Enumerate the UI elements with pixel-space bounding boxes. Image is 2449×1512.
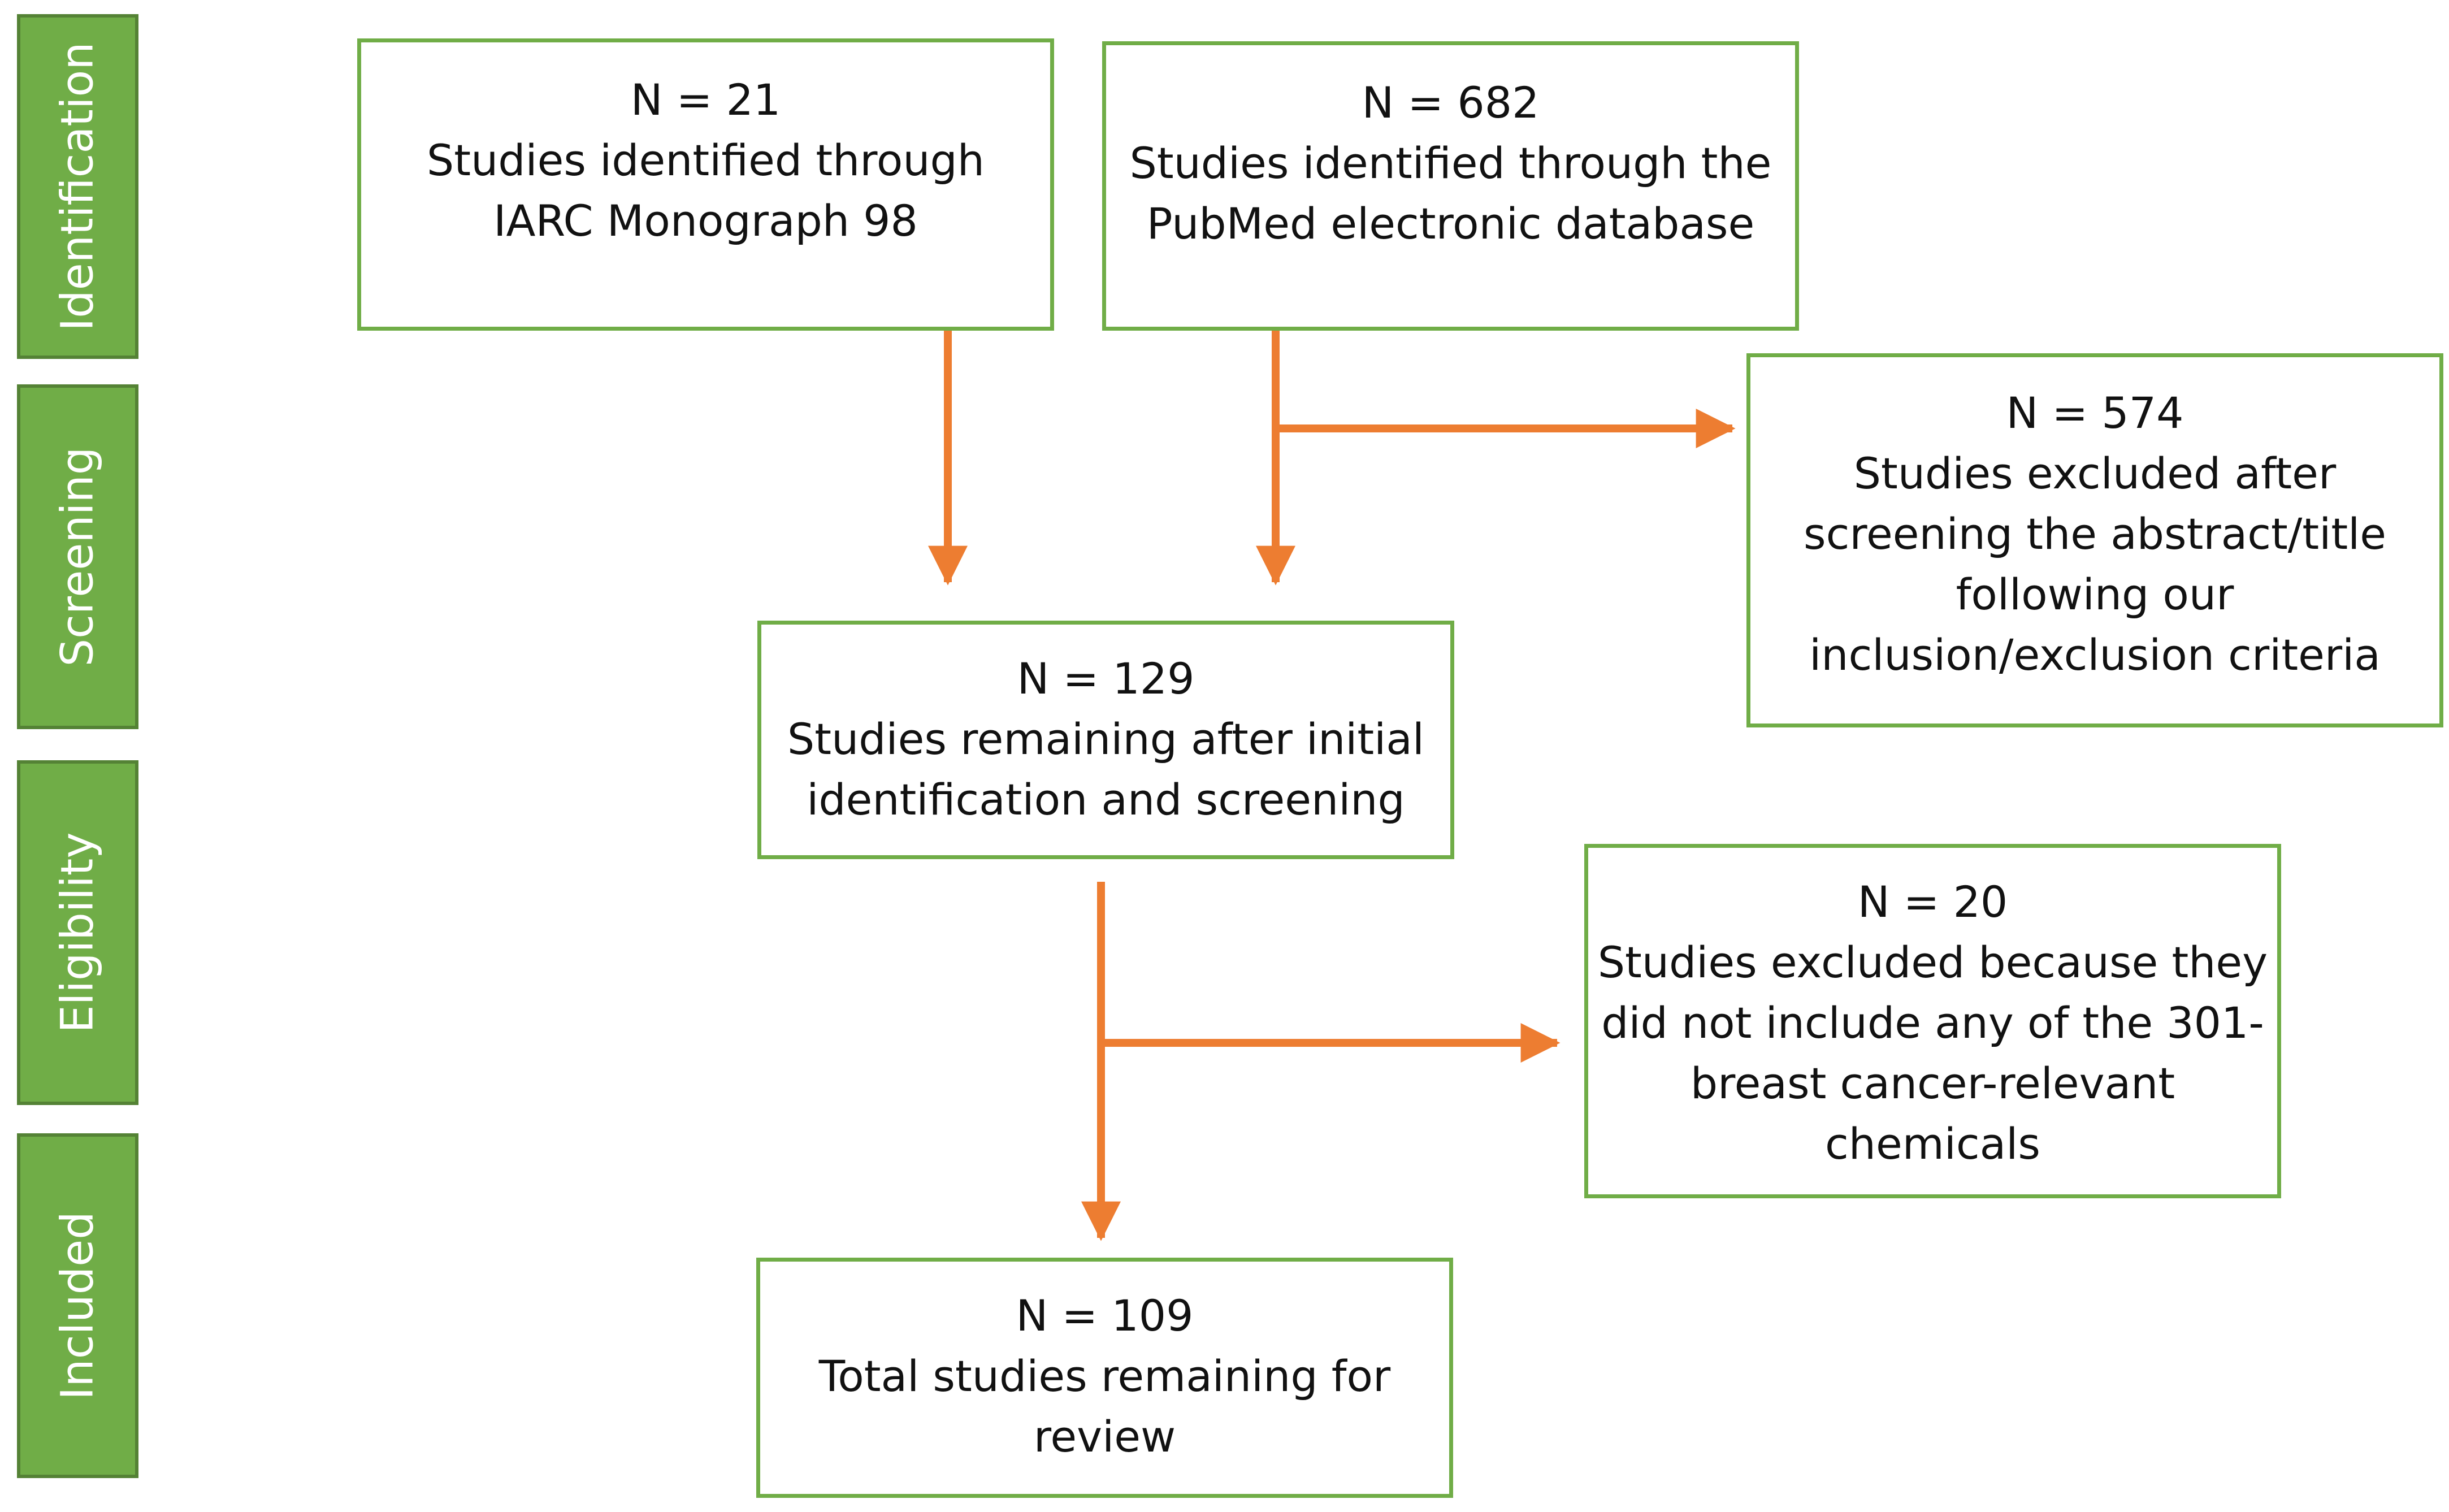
box-included-text: Total studies remaining for review	[818, 1351, 1391, 1462]
phase-screening: Screening	[17, 384, 138, 729]
box-iarc-count: N = 21	[630, 75, 781, 125]
box-pubmed-identified: N = 682 Studies identified through the P…	[1102, 41, 1799, 331]
box-excluded-eligibility: N = 20 Studies excluded because they did…	[1584, 844, 2281, 1198]
box-excluded-screening: N = 574 Studies excluded after screening…	[1746, 353, 2443, 727]
box-included-count: N = 109	[1016, 1290, 1194, 1341]
box-excluded-eligibility-text: Studies excluded because they did not in…	[1597, 937, 2268, 1169]
box-remaining-text: Studies remaining after initial identifi…	[787, 714, 1424, 825]
box-included: N = 109 Total studies remaining for revi…	[756, 1258, 1453, 1498]
box-excluded-screening-text: Studies excluded after screening the abs…	[1803, 448, 2386, 680]
phase-included: Included	[17, 1133, 138, 1478]
box-remaining-count: N = 129	[1017, 653, 1195, 704]
box-pubmed-count: N = 682	[1362, 77, 1540, 128]
box-excluded-screening-count: N = 574	[2006, 388, 2184, 438]
box-pubmed-text: Studies identified through the PubMed el…	[1129, 138, 1772, 249]
phase-identification: Identification	[17, 14, 138, 359]
phase-eligibility: Eligibility	[17, 760, 138, 1105]
box-excluded-eligibility-count: N = 20	[1857, 877, 2008, 927]
box-iarc-identified: N = 21 Studies identified through IARC M…	[357, 38, 1054, 331]
box-remaining: N = 129 Studies remaining after initial …	[757, 621, 1454, 859]
box-iarc-text: Studies identified through IARC Monograp…	[427, 135, 985, 246]
